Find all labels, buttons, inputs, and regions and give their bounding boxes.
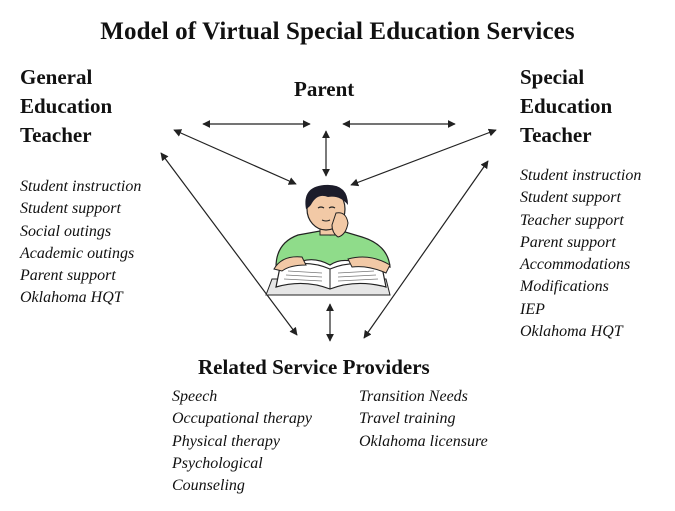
arrow-special-related — [363, 160, 489, 339]
general-ed-duty: Social outings — [20, 222, 112, 240]
special-ed-duty: Student instruction — [520, 167, 642, 184]
general-ed-heading-line-1: General — [20, 65, 93, 89]
arrow-general-student — [173, 129, 297, 185]
related-service-item: Counseling — [172, 477, 245, 495]
student-reading-icon — [265, 184, 391, 296]
parent-heading: Parent — [294, 77, 355, 101]
related-services-list-right: Transition Needs Travel training Oklahom… — [359, 386, 488, 453]
general-ed-duty: Academic outings — [20, 244, 135, 262]
special-ed-duty: Modifications — [520, 278, 609, 296]
related-services-heading: Related Service Providers — [198, 355, 430, 379]
related-service-item: Speech — [172, 388, 218, 405]
special-ed-duty: Teacher support — [520, 211, 624, 229]
related-service-item: Occupational therapy — [172, 410, 312, 428]
related-service-item: Psychological — [172, 454, 263, 472]
special-ed-duty: Oklahoma HQT — [520, 323, 623, 341]
general-ed-duties-list: Student instruction Student support Soci… — [20, 176, 141, 310]
general-ed-duty: Student support — [20, 200, 121, 218]
related-service-item: Transition Needs — [359, 388, 468, 405]
special-ed-heading-line-3: Teacher — [520, 123, 592, 147]
general-ed-heading-line-2: Education — [20, 94, 113, 118]
special-ed-duty: Student support — [520, 189, 621, 207]
special-ed-duty: Parent support — [520, 233, 616, 251]
special-ed-duties-list: Student instruction Student support Teac… — [520, 165, 641, 343]
related-service-item: Travel training — [359, 410, 456, 428]
related-service-item: Physical therapy — [172, 432, 280, 450]
special-ed-duty: Accommodations — [520, 256, 631, 274]
special-ed-heading-line-1: Special — [520, 65, 585, 89]
arrow-special-student — [350, 128, 497, 187]
related-service-item: Oklahoma licensure — [359, 432, 488, 450]
general-ed-duty: Student instruction — [20, 178, 142, 195]
general-ed-duty: Parent support — [20, 267, 116, 285]
arrow-general-related — [160, 152, 298, 336]
related-services-list-left: Speech Occupational therapy Physical the… — [172, 386, 312, 497]
general-ed-heading-line-3: Teacher — [20, 123, 92, 147]
general-ed-duty: Oklahoma HQT — [20, 289, 123, 307]
special-ed-teacher-heading: Special Education Teacher — [520, 63, 612, 150]
general-ed-teacher-heading: General Education Teacher — [20, 63, 112, 150]
diagram-title: Model of Virtual Special Education Servi… — [100, 18, 575, 45]
special-ed-duty: IEP — [520, 300, 545, 318]
special-ed-heading-line-2: Education — [520, 94, 613, 118]
